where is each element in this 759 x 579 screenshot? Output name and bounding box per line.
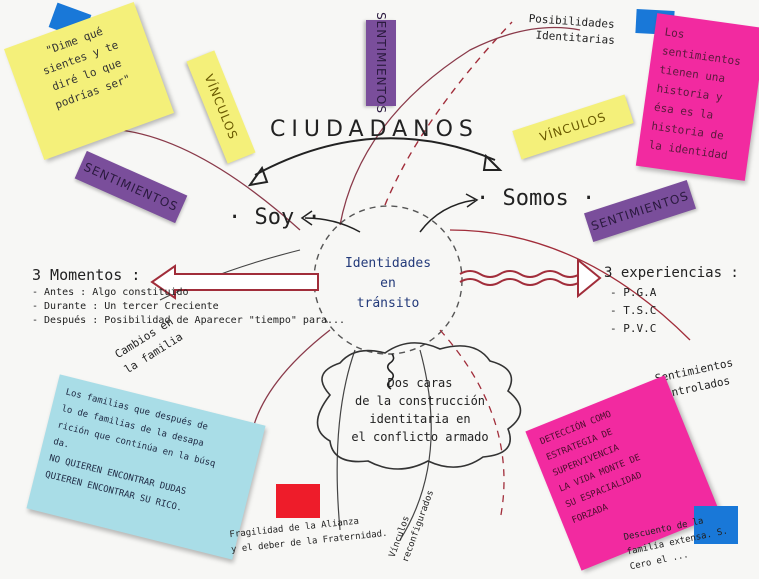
experiencias-item: - P.G.A [610,286,657,299]
center-line-2: en [380,276,396,291]
tag-sentimientos-top: SENTIMIENTOS [366,12,396,114]
experiencias-block: 3 experiencias : - P.G.A - T.S.C - P.V.C [604,262,739,338]
cloud-line-2: de la construcción [354,394,486,408]
tag-sentimientos-top-label: SENTIMIENTOS [374,12,388,114]
ciudadanos-arc [254,137,496,176]
blue-square-bottom-right [694,506,738,544]
arrow-to-somos [419,199,476,233]
line-fragilidad [336,349,356,531]
red-square [276,484,320,518]
momentos-item: - Durante : Un tercer Creciente [32,301,219,312]
line-lower-right [439,329,505,521]
arrow-to-soy [304,217,361,233]
arrow-to-experiencias-head [577,257,602,299]
momentos-title: 3 Momentos : [32,266,141,284]
soy-label: · Soy · [228,205,321,230]
arrow-to-somos-head [465,193,479,208]
somos-label: · Somos · [476,186,596,211]
center-text: Identidades en tránsito [336,254,440,314]
arrow-to-momentos [150,264,319,300]
arc-arrowhead-right [482,153,503,171]
experiencias-item: - P.V.C [610,322,657,335]
line-top-left [119,129,301,231]
line-top-right [339,26,581,226]
experiencias-item: - T.S.C [610,304,657,317]
arc-arrowhead-left [247,165,269,187]
posibilidades-label: Posibilidades Identitarias [527,11,617,49]
ciudadanos-title: CIUDADANOS [270,117,479,142]
cloud-shape [316,342,522,470]
line-vinculos-reconfigurados [399,349,432,541]
note-pink-sentimientos: Los sentimientos tienen una historia y é… [635,13,759,181]
momentos-block: 3 Momentos : - Antes : Algo constituido … [32,264,345,328]
line-right-controlados [449,229,691,341]
cloud-line-1: Dos caras [387,376,453,390]
squiggle-connector [386,353,395,390]
arrow-to-experiencias-wave-top [459,270,581,278]
momentos-item: - Después : Posibilidad de Aparecer "tie… [32,315,346,326]
arrow-to-soy-head [300,210,313,226]
momentos-item: - Antes : Algo constituido [32,287,189,298]
cloud-line-3: identitaria en [369,412,471,426]
center-line-1: Identidades [344,256,432,271]
center-line-3: tránsito [356,296,420,311]
experiencias-title: 3 experiencias : [604,265,739,281]
cloud-line-4: el conflicto armado [351,430,489,444]
cloud-text: Dos caras de la construcción identitaria… [322,374,518,446]
arrow-to-experiencias-wave [459,278,581,286]
line-posibilidades [384,21,513,206]
line-lower-left [248,329,331,471]
